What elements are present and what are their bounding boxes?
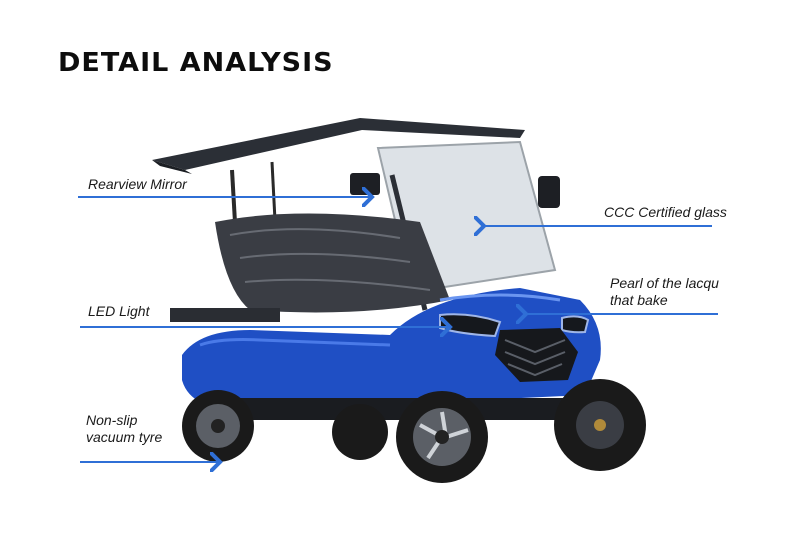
rear-left-wheel (182, 390, 254, 462)
cart-roof (152, 118, 525, 170)
front-right-wheel (554, 379, 646, 471)
front-left-wheel (396, 391, 488, 483)
side-mirror (538, 176, 560, 208)
front-grille (495, 328, 578, 382)
label-tyre-line2: vacuum tyre (86, 429, 163, 445)
label-ccc-glass: CCC Certified glass (604, 204, 727, 220)
label-tyre-line1: Non-slip (86, 412, 138, 428)
wrapped-seats (215, 213, 450, 313)
label-rearview-mirror: Rearview Mirror (88, 176, 187, 192)
label-pearl-lacquer: Pearl of the lacqu that bake (610, 275, 730, 309)
page-title: DETAIL ANALYSIS (58, 48, 334, 78)
label-tyre: Non-slip vacuum tyre (86, 412, 176, 446)
label-pearl-line2: that bake (610, 292, 668, 308)
rear-right-wheel (332, 404, 388, 460)
label-pearl-line1: Pearl of the lacqu (610, 275, 719, 291)
cart-body (182, 288, 601, 412)
label-led-light: LED Light (88, 303, 150, 319)
